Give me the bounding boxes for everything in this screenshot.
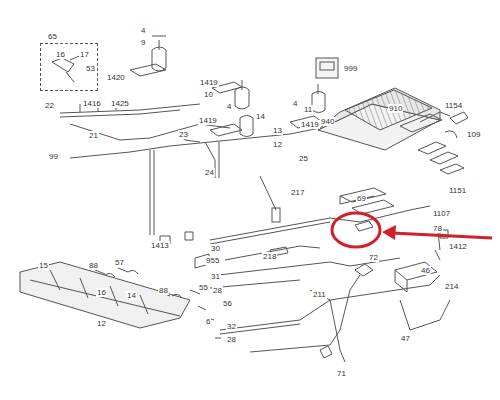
callout-number: 25	[298, 154, 309, 163]
callout-number: 217	[290, 188, 305, 197]
callout-number: 72	[368, 253, 379, 262]
callout-number: 1420	[106, 73, 126, 82]
callout-number: 4	[292, 99, 298, 108]
callout-number: 21	[88, 131, 99, 140]
callout-number: 99	[48, 152, 59, 161]
callout-number: 28	[212, 286, 223, 295]
callout-number: 214	[444, 282, 459, 291]
callout-number: 4	[226, 102, 232, 111]
callout-number: 1425	[110, 99, 130, 108]
callout-number: 6	[205, 317, 211, 326]
callout-number: 23	[178, 130, 189, 139]
callout-number: 12	[96, 319, 107, 328]
callout-number: 1151	[448, 186, 467, 195]
callout-number: 22	[44, 101, 55, 110]
callout-number: 218	[262, 252, 277, 261]
callout-number: 1154	[444, 101, 463, 110]
callout-number: 69	[356, 194, 367, 203]
callout-number: 46	[420, 266, 431, 275]
callout-number: 24	[204, 168, 215, 177]
callout-number: 1416	[82, 99, 102, 108]
callout-number: 12	[272, 140, 283, 149]
callout-number: 65	[47, 32, 58, 41]
callout-number: 940	[320, 117, 335, 126]
callout-number: 1413	[150, 241, 170, 250]
callout-number: 10	[203, 90, 214, 99]
callout-number: 9	[140, 38, 146, 47]
callout-number: 30	[210, 244, 221, 253]
callout-number: 32	[226, 322, 237, 331]
callout-number: 57	[114, 258, 125, 267]
callout-number: 14	[126, 291, 137, 300]
callout-number: 16	[55, 50, 66, 59]
callout-number: 1419	[199, 78, 219, 87]
callout-number: 955	[205, 256, 220, 265]
callout-number: 88	[158, 286, 169, 295]
callout-number: 1412	[448, 242, 468, 251]
callout-number: 211	[312, 290, 327, 299]
callout-number: 15	[38, 261, 49, 270]
callout-number: 88	[88, 261, 99, 270]
callout-number: 1419	[198, 116, 218, 125]
callout-number: 56	[222, 299, 233, 308]
parts-group-box: 65161753	[40, 43, 98, 91]
callout-number: 1107	[432, 209, 451, 218]
callout-number: 11	[303, 105, 313, 114]
callout-number: 78	[432, 224, 443, 233]
callout-number: 55	[198, 283, 209, 292]
callout-number: 109	[466, 130, 481, 139]
callout-number: 53	[85, 64, 96, 73]
callout-number: 47	[400, 334, 411, 343]
callout-number: 13	[272, 126, 283, 135]
callout-number: 14	[255, 112, 266, 121]
callout-number: 999	[343, 64, 358, 73]
callout-number: 16	[96, 288, 107, 297]
callout-number: 71	[336, 369, 347, 378]
callout-number: 4	[140, 26, 146, 35]
callout-number: 910	[388, 104, 403, 113]
callout-number: 1419	[300, 120, 320, 129]
callout-number: 31	[210, 272, 221, 281]
callout-number: 28	[226, 335, 237, 344]
callout-number: 17	[79, 50, 90, 59]
